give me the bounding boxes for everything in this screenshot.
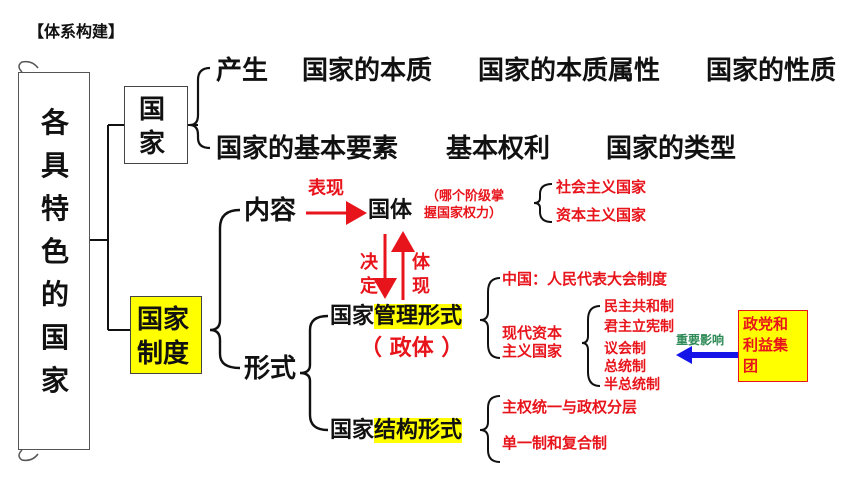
- scroll-char: 特: [40, 192, 69, 225]
- party-line: 团: [743, 357, 759, 375]
- guanli-brace: [479, 277, 501, 359]
- china-system: 中国：人民代表大会制度: [502, 270, 668, 288]
- form-zongtong: 总统制: [604, 359, 646, 375]
- scroll-char: 具: [40, 149, 69, 182]
- guojia-box-char: 国: [139, 95, 166, 125]
- zhengti-label: （ 政体 ）: [360, 336, 464, 361]
- biaoxian-label: 表现: [308, 178, 344, 199]
- scroll-char: 的: [40, 278, 69, 311]
- jueding-char: 定: [360, 276, 378, 297]
- guojia-box-char: 家: [139, 129, 166, 159]
- xingshi-label: 形式: [244, 354, 297, 384]
- item-benzhi: 国家的本质: [302, 56, 433, 86]
- guanli-xingshi: 国家管理形式: [330, 304, 463, 329]
- jiegou-prefix: 国家: [330, 418, 375, 443]
- guojia-box: 国 家: [124, 86, 188, 164]
- guanli-highlight: 管理形式: [374, 304, 463, 329]
- scroll-char: 家: [40, 364, 69, 397]
- scroll-title-text: 各 具 特 色 的 国 家: [19, 101, 91, 402]
- title-scroll: 各 具 特 色 的 国 家: [18, 72, 90, 450]
- influence-label: 重要影响: [676, 333, 725, 347]
- guoti-brace: [533, 183, 553, 223]
- jiegou-highlight: 结构形式: [374, 418, 463, 443]
- party-line: 政党和: [743, 315, 789, 333]
- zhidu-box-line: 国家: [137, 305, 190, 335]
- guoti-label: 国体: [368, 198, 413, 223]
- influence-arrow-head: [676, 346, 692, 364]
- structure-type-2: 单一制和复合制: [502, 434, 608, 452]
- structure-type-1: 主权统一与政权分层: [502, 398, 638, 416]
- item-jiben-yaosu: 国家的基本要素: [216, 134, 399, 164]
- jiegou-brace: [479, 395, 501, 463]
- form-junzhu-lixian: 君主立宪制: [604, 319, 674, 335]
- scroll-char: 国: [40, 321, 69, 354]
- zhidu-box: 国家 制度: [130, 296, 202, 374]
- party-box: 政党和 利益集 团: [738, 310, 808, 382]
- guanli-prefix: 国家: [330, 304, 375, 329]
- scroll-char: 各: [40, 106, 69, 139]
- tixian-char: 体: [412, 252, 430, 273]
- form-yihui: 议会制: [604, 341, 646, 357]
- jueding-char: 决: [360, 252, 378, 273]
- xingshi-brace: [299, 314, 329, 432]
- modern-line: 现代资本: [502, 324, 563, 342]
- tixian-char: 现: [412, 276, 430, 297]
- item-leixing: 国家的类型: [606, 134, 737, 164]
- guoti-type-capitalist: 资本主义国家: [556, 206, 647, 224]
- item-benzhi-shuxing: 国家的本质属性: [478, 56, 661, 86]
- scroll-char: 色: [40, 235, 69, 268]
- guoti-note-line: （哪个阶级掌: [426, 189, 505, 204]
- modern-line: 主义国家: [502, 342, 563, 360]
- party-line: 利益集: [743, 336, 789, 354]
- form-minzhu-gongheji: 民主共和制: [604, 299, 674, 315]
- guoti-note-line: 握国家权力）: [424, 206, 503, 221]
- header-title: 【体系构建】: [28, 22, 125, 41]
- guojia-brace: [189, 66, 211, 150]
- scroll-curl-bottom: [18, 449, 39, 462]
- neirong-label: 内容: [244, 196, 297, 226]
- scroll-curl-top: [18, 60, 39, 73]
- guoti-type-socialist: 社会主义国家: [556, 178, 647, 196]
- zhidu-brace: [209, 208, 241, 370]
- item-jiben-quanli: 基本权利: [446, 134, 551, 164]
- jiegou-xingshi: 国家结构形式: [330, 418, 463, 443]
- modern-brace: [581, 305, 601, 387]
- zhidu-box-line: 制度: [137, 339, 190, 369]
- item-xingzhi: 国家的性质: [706, 56, 837, 86]
- form-ban-zongtong: 半总统制: [604, 377, 660, 393]
- item-chansheng: 产生: [216, 56, 269, 86]
